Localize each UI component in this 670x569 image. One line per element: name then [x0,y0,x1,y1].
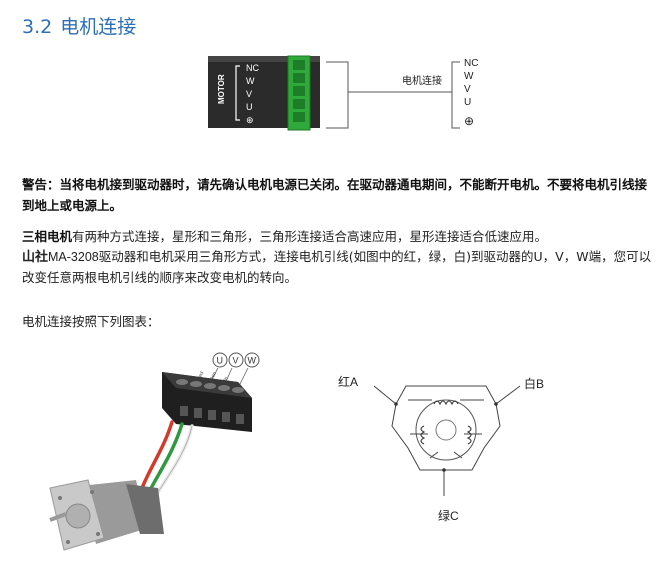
port-label: MOTOR [217,74,226,104]
delta-connection-diagram: 红A 白B 绿C [338,374,544,523]
wire-bracket-left [326,61,349,129]
diagram-intro: 电机连接按照下列图表： [22,314,160,329]
section-title: 电机连接 [60,16,137,38]
section-heading: 3.2 电机连接 [22,12,136,39]
wire-label-ground: ⊕ [464,114,474,128]
delta-junctions [394,402,498,472]
port-bracket [235,65,240,121]
wire-label-v: V [464,84,471,95]
brand-name: 山社 [22,250,49,265]
terminal-u: U [217,356,224,366]
label-red-a: 红A [338,374,358,389]
warning-text: 警告：当将电机接到驱动器时，请先确认电机电源已关闭。在驱动器通电期间，不能断开电… [22,174,650,216]
connection-caption: 电机连接 [402,74,442,87]
wire-label-nc: NC [464,58,478,69]
pin-label-v: V [246,89,252,99]
terminal-screws [293,60,305,122]
wire-label-w: W [464,71,474,82]
delta-coils [420,400,472,445]
wire-label-u: U [464,97,471,108]
pin-label-ground: ⊕ [246,115,254,125]
motor-type-bold: 三相电机 [22,229,73,244]
pin-label-u: U [246,102,253,112]
description-paragraph: 三相电机有两种方式连接，星形和三角形，三角形连接适合高速应用，星形连接适合低速应… [22,227,652,288]
pin-label-w: W [246,76,255,86]
tag-red: red [197,371,206,380]
section-number: 3.2 [22,16,53,38]
terminal-v: V [233,356,239,366]
connection-methods-text: 有两种方式连接，星形和三角形，三角形连接适合高速应用，星形连接适合低速应用。 [72,229,548,244]
label-green-c: 绿C [438,508,459,523]
driver-top-edge [208,56,320,62]
tag-green: green [207,371,219,385]
driver-model: MA-3208 [48,250,99,264]
stepper-motor [49,479,164,551]
motor-wiring-illustration: U V W red green white [49,352,260,551]
wiring-instructions: 驱动器和电机采用三角形方式，连接电机引线(如图中的红，绿，白)到驱动器的U，V，… [22,249,652,285]
terminal-w: W [248,356,257,366]
warning-body: 当将电机接到驱动器时，请先确认电机电源已关闭。在驱动器通电期间，不能断开电机。不… [22,177,648,213]
wire-bracket-right [451,61,460,129]
delta-wiring [373,385,521,496]
label-white-b: 白B [524,376,544,391]
motor-connector-diagram: MOTOR NC W V U ⊕ 电机连接 NC W V U ⊕ [208,55,478,131]
black-terminal-connector [162,372,252,432]
warning-lead: 警告： [22,177,60,192]
motor-wires [140,420,194,494]
pin-label-nc: NC [246,63,259,73]
